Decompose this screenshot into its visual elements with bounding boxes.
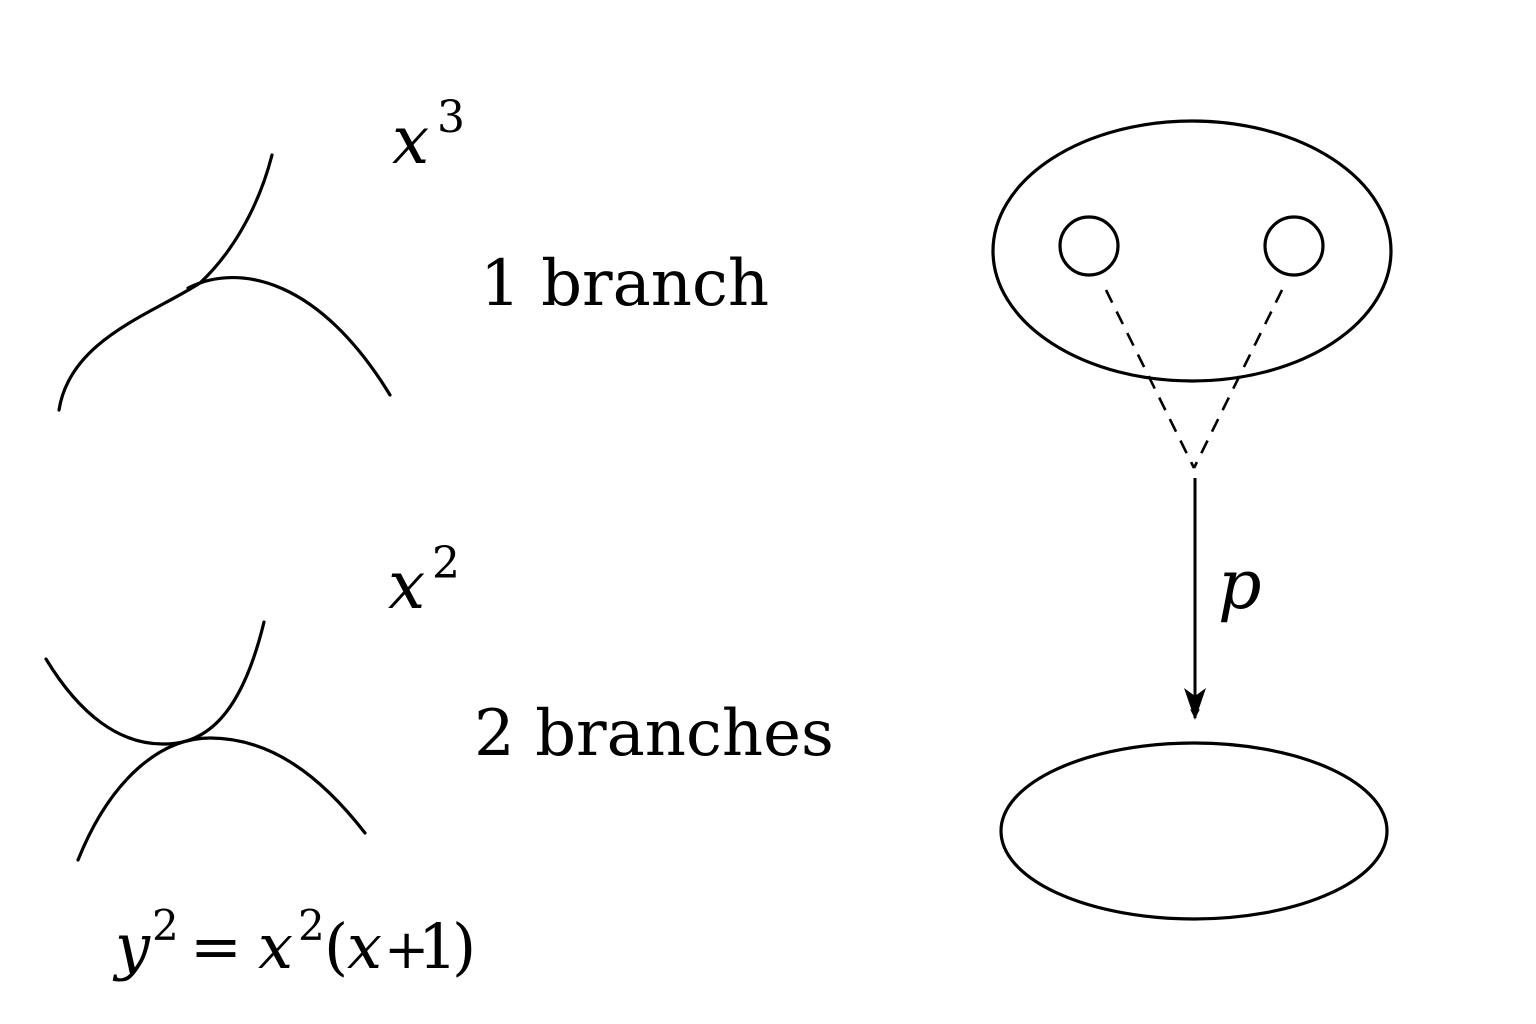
cusp-label-power: 3 (437, 92, 465, 143)
covering-diagram: p (991, 119, 1393, 921)
equation-plus: + (384, 918, 429, 981)
equation-one: 1 (418, 910, 457, 983)
node-label-power: 2 (432, 538, 460, 589)
equation-x: x (258, 910, 293, 983)
cusp-curve-group (57, 153, 392, 412)
equation-y: y (112, 910, 151, 983)
cusp-branch-label: 1 branch (480, 247, 769, 321)
right-hole (1263, 215, 1325, 277)
node-curve-lower (76, 736, 367, 862)
equation-x-power: 2 (298, 901, 325, 950)
cusp-curve-lower (186, 276, 392, 397)
upper-surface (991, 119, 1393, 383)
node-branch-label: 2 branches (474, 697, 834, 771)
left-hole (1058, 215, 1120, 277)
equation-equals: = (190, 910, 242, 983)
curve-equation: y 2 = x 2 ( x + 1 ) (112, 901, 476, 983)
lower-surface (999, 741, 1389, 921)
cusp-curve-upper (57, 153, 274, 412)
right-dashed-line (1192, 289, 1284, 469)
equation-y-power: 2 (152, 901, 179, 950)
equation-paren-close: ) (452, 910, 476, 983)
arrow-head (1184, 688, 1206, 720)
cusp-label-x: x (392, 102, 429, 179)
map-label-p: p (1218, 546, 1262, 625)
node-curve-upper (44, 620, 266, 746)
equation-inner-x: x (347, 910, 382, 983)
equation-paren-open: ( (324, 910, 348, 983)
left-dashed-line (1104, 289, 1196, 469)
node-curve-group (44, 620, 367, 862)
node-label-x: x (388, 547, 425, 624)
